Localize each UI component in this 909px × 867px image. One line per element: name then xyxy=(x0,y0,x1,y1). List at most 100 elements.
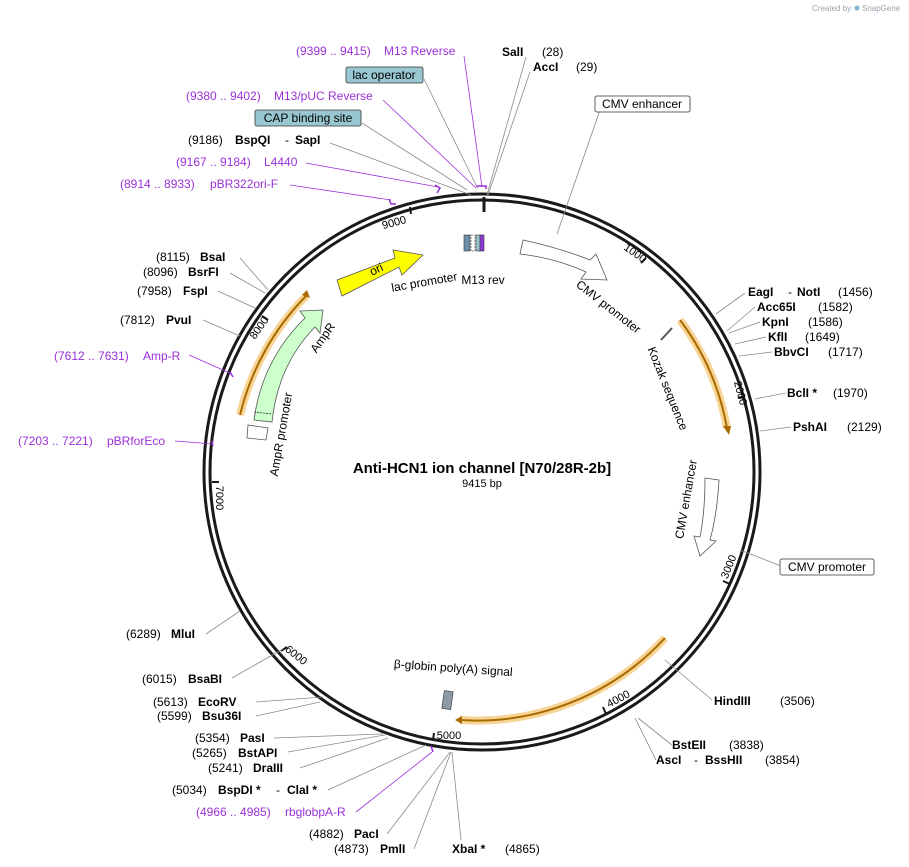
top-labels[interactable]: SalI (28) AccI (29) (9399 .. 9415) M13 R… xyxy=(120,44,597,191)
pvui-name[interactable]: PvuI xyxy=(166,313,191,327)
bsrfi-pos: (8096) xyxy=(143,265,178,279)
right-labels[interactable]: CMV enhancer EagI - NotI (1456) Acc65I (… xyxy=(594,95,882,767)
kpni-name[interactable]: KpnI xyxy=(762,315,789,329)
tick-8000-mark xyxy=(261,315,269,321)
noti-name[interactable]: NotI xyxy=(797,285,820,299)
rbglobpa-marker xyxy=(430,745,434,753)
lac-promoter-feature[interactable] xyxy=(470,234,476,252)
cmv-enhancer-2-label: CMV enhancer xyxy=(672,459,700,540)
paci-line xyxy=(386,751,451,835)
lac-operator-name: lac operator xyxy=(352,68,415,82)
fspi-line xyxy=(217,290,256,309)
bsteii-line xyxy=(637,717,673,746)
paci-pos: (4882) xyxy=(309,827,344,841)
pmli-line xyxy=(413,751,452,850)
pshai-name[interactable]: PshAI xyxy=(793,420,827,434)
ampr-promoter-feature[interactable] xyxy=(246,424,269,441)
cmv-promoter-1-label: CMV promoter xyxy=(573,277,643,336)
kfli-pos: (1649) xyxy=(805,330,840,344)
lac-operator-box[interactable] xyxy=(345,66,424,84)
bcli-name[interactable]: BclI * xyxy=(787,386,817,400)
m13puc-primer-line xyxy=(382,99,477,189)
l4440-marker xyxy=(434,184,442,194)
ori-feature[interactable] xyxy=(336,249,424,297)
xbai-name[interactable]: XbaI * xyxy=(452,842,486,856)
ampr-primer-name[interactable]: Amp-R xyxy=(143,349,181,363)
pasi-name[interactable]: PasI xyxy=(240,731,265,745)
sapi-name[interactable]: SapI xyxy=(295,133,320,147)
tick-6000: 6000 xyxy=(283,643,310,668)
hindiii-pos: (3506) xyxy=(780,694,815,708)
bspdi-pos: (5034) xyxy=(172,783,207,797)
l4440-name[interactable]: L4440 xyxy=(264,155,298,169)
bsshii-name[interactable]: BssHII xyxy=(705,753,742,767)
left-labels[interactable]: (8115) BsaI (8096) BsrFI (7958) FspI (78… xyxy=(18,250,540,856)
orf-1-arrowhead xyxy=(723,426,731,435)
bsrfi-name[interactable]: BsrFI xyxy=(188,265,219,279)
cmv-enh-box[interactable] xyxy=(594,95,691,113)
eagi-line xyxy=(715,292,746,315)
cmv-prom-box-name: CMV promoter xyxy=(788,560,866,574)
bsabi-name[interactable]: BsaBI xyxy=(188,672,222,686)
paci-name[interactable]: PacI xyxy=(354,827,379,841)
orf-3-feature[interactable] xyxy=(239,295,307,416)
fspi-name[interactable]: FspI xyxy=(183,284,208,298)
acci-name[interactable]: AccI xyxy=(533,60,558,74)
lac-operator-feature[interactable] xyxy=(475,234,481,252)
globin-feature[interactable] xyxy=(441,690,454,710)
clai-name[interactable]: ClaI * xyxy=(287,783,317,797)
orf-2-feature[interactable] xyxy=(459,637,666,722)
cmv-enhancer-2-feature[interactable] xyxy=(693,477,720,557)
pbrforeco-range: (7203 .. 7221) xyxy=(18,434,93,448)
bbvci-pos: (1717) xyxy=(828,345,863,359)
cap-site-feature[interactable] xyxy=(463,234,471,252)
cmv-prom-box[interactable] xyxy=(779,558,875,576)
bsrfi-line xyxy=(229,272,266,294)
hindiii-name[interactable]: HindIII xyxy=(714,694,751,708)
eagi-dash: - xyxy=(788,285,792,299)
pbr322ori-marker xyxy=(388,198,396,205)
m13rev-primer-name[interactable]: M13 Reverse xyxy=(384,44,456,58)
kfli-line xyxy=(734,336,767,345)
cmv-promoter-1-feature[interactable] xyxy=(519,239,608,281)
rbglobpa-name[interactable]: rbglobpA-R xyxy=(285,805,346,819)
bspqi-name[interactable]: BspQI xyxy=(235,133,270,147)
bspqi-line xyxy=(329,142,472,196)
m13puc-primer-name[interactable]: M13/pUC Reverse xyxy=(274,89,373,103)
orf-2-arrowhead xyxy=(455,716,462,724)
bsu36i-line xyxy=(255,701,321,717)
pbr322ori-name[interactable]: pBR322ori-F xyxy=(210,177,278,191)
bsai-name[interactable]: BsaI xyxy=(200,250,225,264)
ampr-feature[interactable] xyxy=(253,309,324,423)
bbvci-name[interactable]: BbvCI xyxy=(774,345,809,359)
asci-name[interactable]: AscI xyxy=(656,753,681,767)
kozak-feature[interactable] xyxy=(660,327,673,341)
sali-line xyxy=(486,56,527,196)
ecorv-name[interactable]: EcoRV xyxy=(198,695,236,709)
m13-rev-label: M13 rev xyxy=(461,273,504,287)
pmli-name[interactable]: PmlI xyxy=(380,842,405,856)
sali-pos: (28) xyxy=(542,45,563,59)
cap-site-box[interactable] xyxy=(254,109,362,127)
ampr-primer-line xyxy=(188,354,233,375)
acc65i-line xyxy=(726,306,756,332)
bstapi-name[interactable]: BstAPI xyxy=(238,746,277,760)
bsteii-pos: (3838) xyxy=(729,738,764,752)
pbrforeco-name[interactable]: pBRforEco xyxy=(107,434,165,448)
bsu36i-name[interactable]: Bsu36I xyxy=(202,709,241,723)
cap-site-name: CAP binding site xyxy=(264,111,353,125)
sali-name[interactable]: SalI xyxy=(502,45,523,59)
mlui-name[interactable]: MluI xyxy=(171,627,195,641)
eagi-name[interactable]: EagI xyxy=(748,285,773,299)
l4440-range: (9167 .. 9184) xyxy=(176,155,251,169)
kfli-name[interactable]: KflI xyxy=(768,330,787,344)
acc65i-name[interactable]: Acc65I xyxy=(757,300,796,314)
bsu36i-pos: (5599) xyxy=(157,709,192,723)
m13-rev-feature[interactable] xyxy=(479,234,485,252)
globin-label: β-globin poly(A) signal xyxy=(393,657,513,679)
orf-1-feature[interactable] xyxy=(679,319,728,429)
draiii-name[interactable]: DraIII xyxy=(253,761,283,775)
bspdi-name[interactable]: BspDI * xyxy=(218,783,261,797)
bsteii-name[interactable]: BstEII xyxy=(672,738,706,752)
